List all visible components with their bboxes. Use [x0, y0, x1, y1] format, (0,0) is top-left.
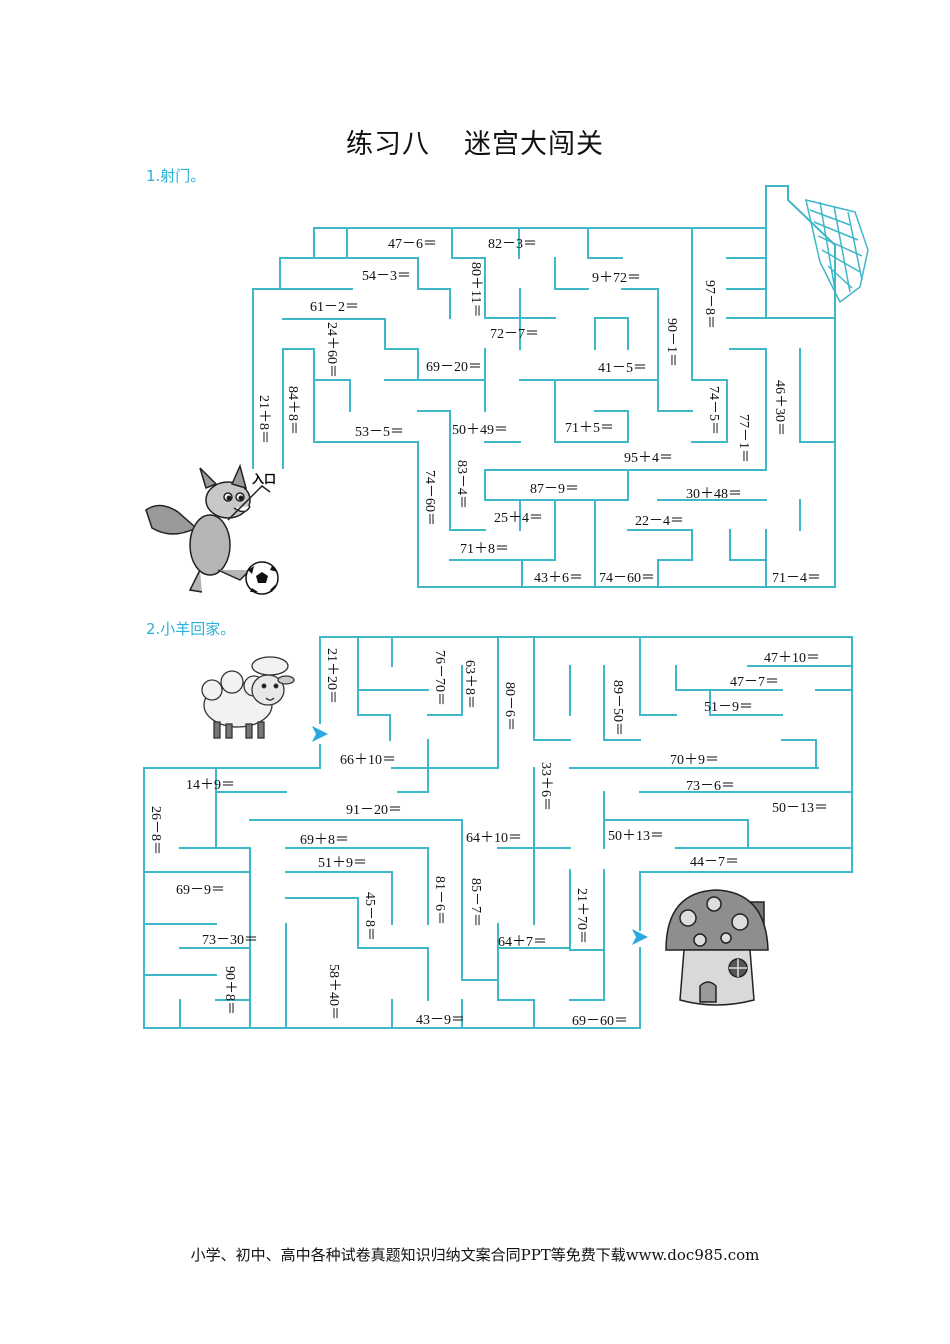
- maze2-heading: 2.小羊回家。: [146, 620, 236, 638]
- entrance-label: 入口: [252, 472, 276, 486]
- maze1-eq-8: 24＋60＝: [324, 322, 339, 378]
- maze2-eq-16: 50－13＝: [772, 801, 828, 816]
- maze2-eq-22: 69－9＝: [176, 883, 225, 898]
- maze1-eq-27: 22－4＝: [635, 514, 684, 529]
- maze2-eq-2: 76－70＝: [432, 650, 447, 706]
- maze1-eq-30: 74－60＝: [599, 571, 655, 586]
- maze1-eq-2: 82－3＝: [488, 237, 537, 252]
- maze1-eq-16: 46＋30＝: [772, 380, 787, 436]
- maze1-eq-20: 77－1＝: [736, 414, 751, 463]
- maze1-equations: 47－6＝ 82－3＝ 54－3＝ 80＋11＝ 9＋72＝ 97－8＝ 61－…: [256, 237, 821, 586]
- maze1-eq-22: 83－4＝: [454, 460, 469, 509]
- arrow-right-icon: [632, 929, 648, 945]
- maze1-eq-26: 25＋4＝: [494, 511, 543, 526]
- maze2-eq-11: 14＋9＝: [186, 778, 235, 793]
- soccer-ball-icon: [245, 561, 279, 595]
- maze2-eq-30: 58＋40＝: [326, 964, 341, 1020]
- maze1-eq-15: 74－5＝: [706, 386, 721, 435]
- maze1-eq-7: 61－2＝: [310, 300, 359, 315]
- maze1-eq-5: 9＋72＝: [592, 271, 641, 286]
- maze2-eq-32: 69－60＝: [572, 1014, 628, 1029]
- maze2-eq-31: 43－9＝: [416, 1013, 465, 1028]
- maze2-eq-14: 91－20＝: [346, 803, 402, 818]
- maze1-eq-24: 74－60＝: [422, 470, 437, 526]
- maze1-walls: [252, 185, 836, 588]
- maze2-eq-1: 21＋20＝: [324, 648, 339, 704]
- maze2-eq-23: 81－6＝: [432, 876, 447, 925]
- maze1-eq-17: 53－5＝: [355, 425, 404, 440]
- maze1-eq-29: 43＋6＝: [534, 571, 583, 586]
- page-title: 练习八 迷宫大闯关: [0, 122, 950, 161]
- maze2-eq-13: 73－6＝: [686, 779, 735, 794]
- maze1-eq-9: 72－7＝: [490, 327, 539, 342]
- maze1-eq-12: 41－5＝: [598, 361, 647, 376]
- maze2-eq-12: 33＋6＝: [538, 762, 553, 811]
- maze2-eq-9: 66＋10＝: [340, 753, 396, 768]
- maze2-eq-4: 80－6＝: [502, 682, 517, 731]
- maze2-equations: 21＋20＝ 76－70＝ 63＋8＝ 80－6＝ 89－50＝ 47＋10＝ …: [148, 648, 828, 1029]
- maze2-eq-6: 47＋10＝: [764, 651, 820, 666]
- maze2-eq-29: 90＋8＝: [222, 966, 237, 1015]
- maze1-eq-3: 54－3＝: [362, 269, 411, 284]
- maze1-eq-4: 80＋11＝: [468, 262, 483, 317]
- maze2-eq-20: 51＋9＝: [318, 856, 367, 871]
- maze1-eq-21: 95＋4＝: [624, 451, 673, 466]
- maze2-eq-15: 26－8＝: [148, 806, 163, 855]
- maze1-eq-31: 71－4＝: [772, 571, 821, 586]
- maze2-eq-26: 21＋70＝: [574, 888, 589, 944]
- maze2-eq-21: 44－7＝: [690, 855, 739, 870]
- maze2-eq-27: 73－30＝: [202, 933, 258, 948]
- maze1-eq-13: 84＋8＝: [285, 386, 300, 435]
- maze2-eq-8: 51－9＝: [704, 700, 753, 715]
- maze1-eq-10: 90－1＝: [664, 318, 679, 367]
- sheep-icon: [201, 656, 295, 739]
- title-topic: 迷宫大闯关: [464, 129, 604, 160]
- arrow-right-icon: [312, 726, 328, 742]
- title-exercise: 练习八: [346, 129, 430, 160]
- maze2-eq-7: 47－7＝: [730, 675, 779, 690]
- maze1-eq-19: 71＋5＝: [565, 421, 614, 436]
- maze1-eq-11: 69－20＝: [426, 360, 482, 375]
- goal-net-icon: [805, 198, 869, 304]
- maze2-eq-25: 45－8＝: [362, 892, 377, 941]
- mushroom-house-icon: [665, 889, 769, 1006]
- maze1-eq-1: 47－6＝: [388, 237, 437, 252]
- maze1-heading: 1.射门。: [146, 167, 206, 185]
- maze1-eq-28: 71＋8＝: [460, 542, 509, 557]
- maze2-eq-18: 64＋10＝: [466, 831, 522, 846]
- maze1-eq-23: 87－9＝: [530, 482, 579, 497]
- page-footer: 小学、初中、高中各种试卷真题知识归纳文案合同PPT等免费下载www.doc985…: [190, 1246, 760, 1264]
- maze2-eq-10: 70＋9＝: [670, 753, 719, 768]
- maze1-eq-25: 30＋48＝: [686, 487, 742, 502]
- maze2-eq-24: 85－7＝: [468, 878, 483, 927]
- maze1-eq-18: 50＋49＝: [452, 423, 508, 438]
- maze1-eq-6: 97－8＝: [702, 280, 717, 329]
- maze2-eq-28: 64＋7＝: [498, 935, 547, 950]
- maze2-eq-5: 89－50＝: [610, 680, 625, 736]
- maze2-walls: [143, 636, 853, 1029]
- maze2-eq-19: 50＋13＝: [608, 829, 664, 844]
- maze1-eq-14: 21＋8＝: [256, 395, 271, 444]
- maze2-eq-17: 69＋8＝: [300, 833, 349, 848]
- maze2-eq-3: 63＋8＝: [462, 660, 477, 709]
